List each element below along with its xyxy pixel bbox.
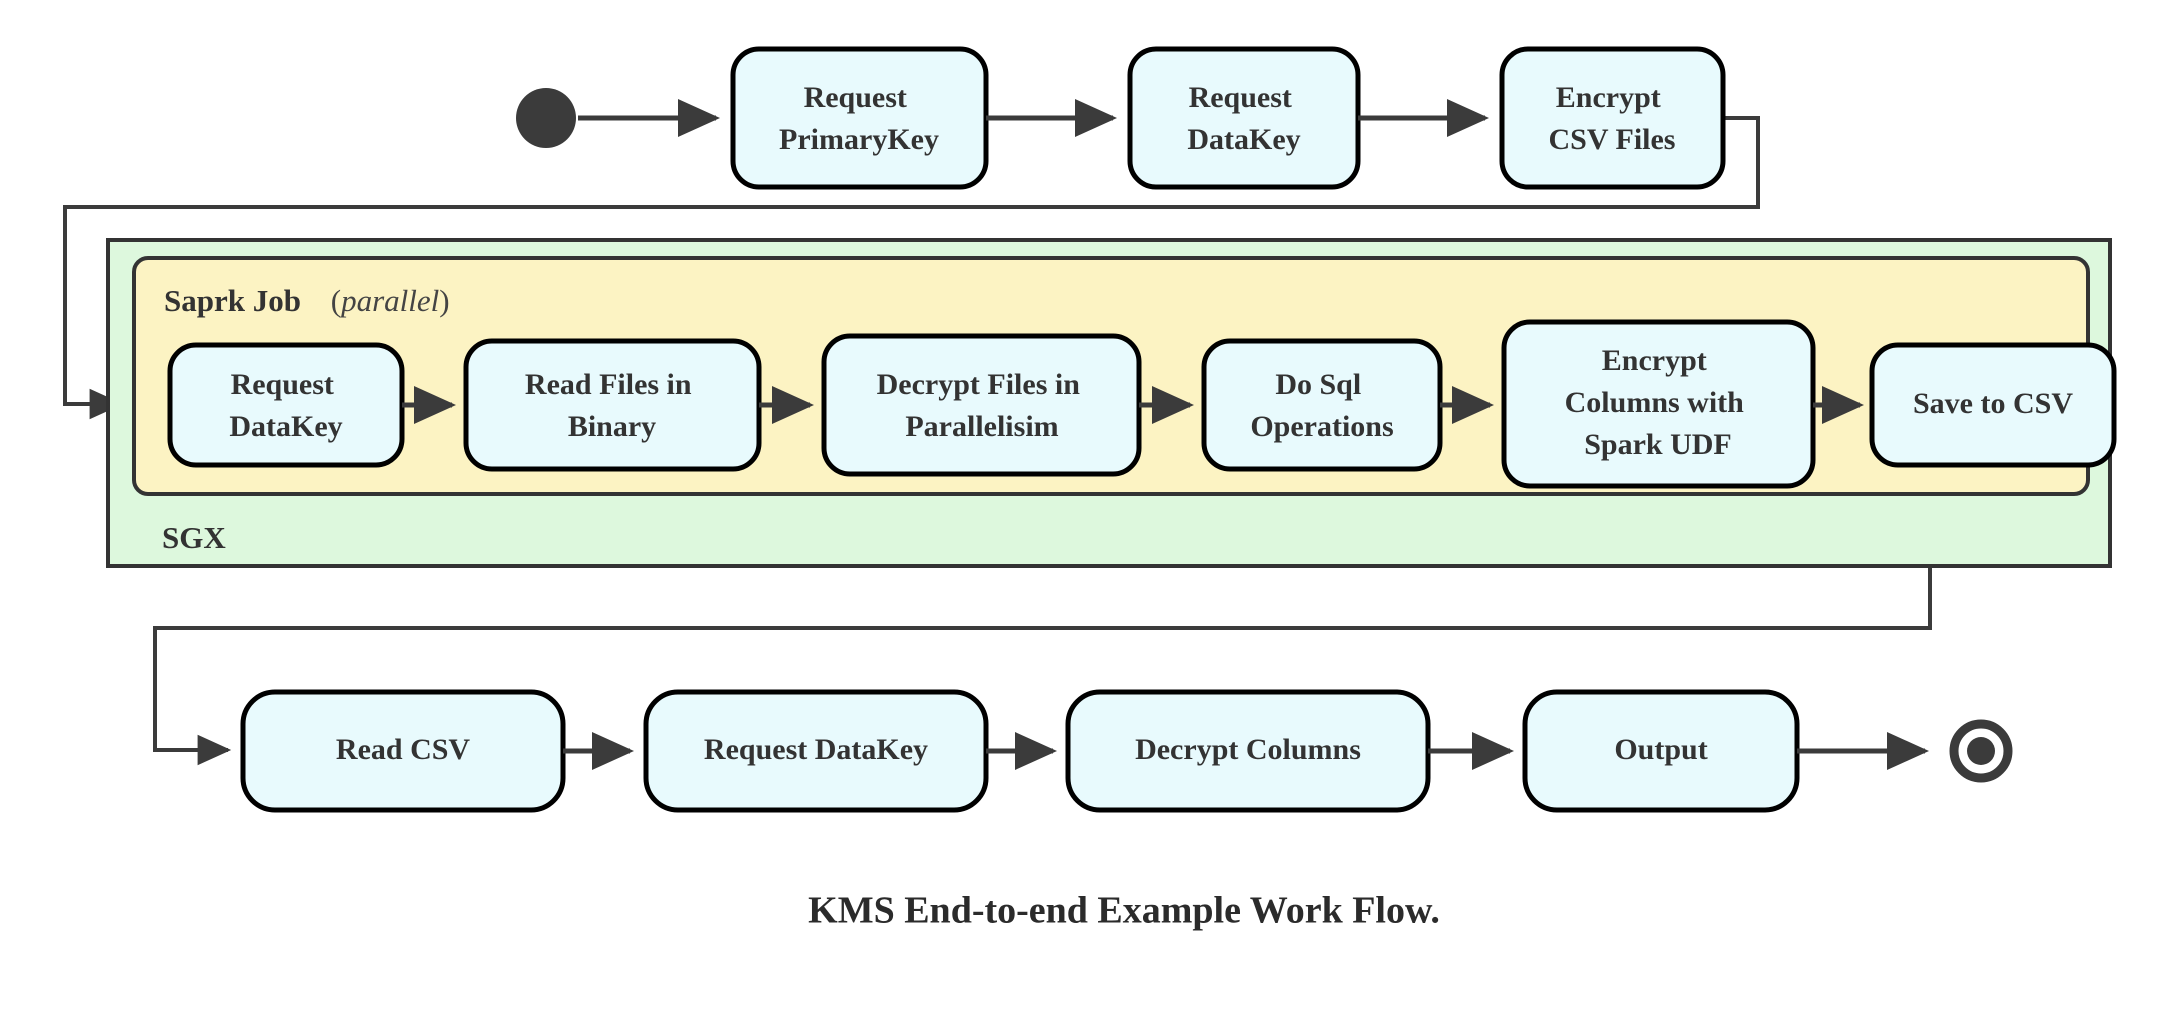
end-node-ring [1949,719,2013,783]
node-save-to-csv[interactable] [1869,342,2117,468]
end-node-dot [1967,737,1995,765]
node-request-primarykey-label: Request PrimaryKey [779,81,939,156]
node-request-primarykey[interactable] [730,46,989,190]
node-encrypt-csv-files-label: Encrypt CSV Files [1549,81,1676,156]
node-request-datakey-top-label: Request DataKey [1187,81,1300,156]
diagram-caption: KMS End-to-end Example Work Flow. [808,890,1440,932]
sgx-label: SGX [162,520,226,555]
node-request-datakey-top[interactable] [1127,46,1361,190]
spark-job-paren-open: ( [331,283,341,318]
spark-job-paren-close: ) [439,283,449,318]
node-request-datakey-bottom-label: Request DataKey [704,733,928,766]
node-do-sql-operations-label: Do Sql Operations [1250,368,1393,443]
start-node [516,88,576,148]
node-request-datakey-spark[interactable] [167,342,405,468]
node-request-datakey-spark-label: Request DataKey [229,368,342,443]
route-encrypt-to-spark [63,116,1760,420]
node-do-sql-operations[interactable] [1201,338,1443,472]
spark-job-label-text: Saprk Job [164,283,301,318]
node-encrypt-columns-with-spark-udf-label: Encrypt Columns with Spark UDF [1565,344,1752,461]
node-decrypt-files-in-parallelisim[interactable] [821,333,1142,477]
node-decrypt-files-in-parallelisim-label: Decrypt Files in Parallelisim [877,368,1088,443]
node-decrypt-columns-label: Decrypt Columns [1135,733,1361,766]
node-save-to-csv-label: Save to CSV [1913,387,2073,420]
node-read-csv-label: Read CSV [336,733,471,766]
node-read-files-in-binary-label: Read Files in Binary [525,368,699,443]
node-read-files-in-binary[interactable] [463,338,762,472]
spark-job-label: Saprk Job (parallel) [164,283,450,318]
spark-job-modifier: parallel [339,283,439,318]
node-encrypt-csv-files[interactable] [1499,46,1726,190]
node-output-label: Output [1614,733,1707,766]
